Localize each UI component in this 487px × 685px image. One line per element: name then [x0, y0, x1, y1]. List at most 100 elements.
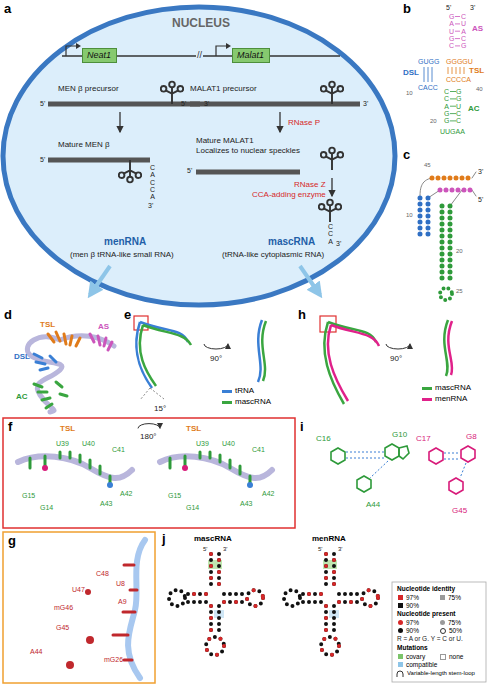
- label: 5': [203, 546, 207, 553]
- label: A43: [100, 500, 112, 508]
- legend-item: compatible: [398, 661, 437, 668]
- gene-box: Malat1: [232, 48, 270, 63]
- label: 25: [456, 288, 463, 295]
- label: AC: [468, 104, 480, 113]
- legend-swatch: [398, 620, 403, 625]
- label: 5': [187, 167, 192, 175]
- nucleus-ellipse: [3, 7, 395, 305]
- label: C16: [316, 434, 331, 443]
- legend-text: 97%: [406, 619, 419, 626]
- label: AS: [98, 322, 109, 331]
- label: CACC: [418, 84, 438, 92]
- label: 20: [456, 248, 463, 255]
- label: CCA-adding enzyme: [252, 190, 326, 199]
- legend-swatch: [440, 595, 445, 600]
- label: 5': [446, 4, 451, 12]
- label: TSL: [40, 320, 55, 329]
- legend-swatch: [398, 603, 403, 608]
- legend-text: Variable-length stem-loop: [407, 670, 475, 677]
- legend-text: 50%: [449, 627, 462, 634]
- label: U39: [196, 440, 209, 448]
- label: U47: [72, 586, 85, 594]
- label: Mature MEN β: [58, 140, 110, 149]
- base-triples: [331, 444, 475, 494]
- legend-text: 75%: [448, 619, 461, 626]
- label: Nucleotide identity: [397, 585, 455, 592]
- panel-letter: i: [300, 420, 304, 435]
- label: A42: [120, 490, 132, 498]
- panel-letter: b: [403, 2, 411, 17]
- tsl-zoom: [3, 418, 295, 528]
- gene-name: Malat1: [237, 50, 265, 61]
- legend-swatch: [398, 654, 403, 659]
- overlay-mascrna-menrna: [320, 316, 452, 404]
- legend-swatch: [422, 398, 432, 401]
- label: mG26: [104, 656, 123, 664]
- label: RNase P: [288, 118, 320, 127]
- label: G45: [452, 506, 467, 515]
- label: 3': [148, 202, 153, 210]
- label: menRNA: [104, 236, 146, 248]
- legend-item: 75%: [440, 619, 461, 626]
- panel-letter: j: [162, 532, 166, 547]
- trna-like-icon: [319, 200, 341, 222]
- label: (tRNA-like cytoplasmic RNA): [222, 250, 324, 259]
- panel-letter: e: [124, 308, 131, 323]
- legend-item: mascRNA: [422, 384, 471, 393]
- label: TSL: [469, 66, 484, 75]
- label: Nucleotide present: [397, 610, 456, 617]
- label: A43: [240, 500, 252, 508]
- sequence: GGUCC: [456, 88, 461, 125]
- label: 5': [40, 100, 45, 108]
- legend-box: [392, 582, 486, 682]
- core-zoom: [3, 532, 155, 683]
- sequence: CCAGG: [444, 88, 449, 125]
- label: 90°: [390, 354, 402, 363]
- rna-bars: [48, 104, 360, 172]
- legend-text: compatible: [406, 661, 437, 668]
- gene-name: Neat1: [87, 50, 112, 61]
- legend-item: 97%: [398, 619, 419, 626]
- label: Localizes to nuclear speckles: [196, 146, 300, 155]
- label: RNase Z: [294, 180, 326, 189]
- label: CCCCA: [446, 76, 471, 84]
- legend-swatch: [440, 654, 446, 660]
- label: DSL: [14, 352, 30, 361]
- label: G14: [40, 504, 53, 512]
- label: AC: [16, 392, 28, 401]
- label: GUGG: [418, 58, 439, 66]
- label: DSL: [403, 68, 419, 77]
- label: U40: [222, 440, 235, 448]
- legend-item: tRNA: [222, 387, 254, 396]
- label: (men β tRNA-like small RNA): [70, 250, 174, 259]
- label: AS: [472, 24, 483, 33]
- label: MEN β precursor: [58, 84, 119, 93]
- legend-text: tRNA: [235, 387, 254, 396]
- region-title: NUCLEUS: [172, 16, 230, 30]
- label: 45: [424, 162, 431, 169]
- legend-item: covary: [398, 653, 425, 660]
- legend-swatch: [398, 595, 403, 600]
- legend-swatch: [440, 628, 446, 634]
- sequence: CACCA: [150, 164, 155, 201]
- label: G15: [22, 492, 35, 500]
- label: MALAT1 precursor: [190, 84, 257, 93]
- label: G10: [392, 430, 407, 439]
- loop-icon: [396, 670, 404, 677]
- legend-item: none: [440, 653, 463, 660]
- label: C17: [416, 434, 431, 443]
- label: mascRNA: [194, 534, 232, 543]
- label: 20: [430, 118, 437, 125]
- legend-item: Variable-length stem-loop: [396, 670, 475, 677]
- label: Mature MALAT1: [196, 136, 254, 145]
- label: G14: [186, 504, 199, 512]
- label: 3': [470, 4, 475, 12]
- label: 5': [40, 156, 45, 164]
- export-arrows: [90, 266, 320, 295]
- trna-like-icon: [161, 82, 183, 104]
- sequence: GAUGC: [449, 13, 454, 50]
- label: A42: [262, 490, 274, 498]
- trna-like-icon: [321, 82, 343, 104]
